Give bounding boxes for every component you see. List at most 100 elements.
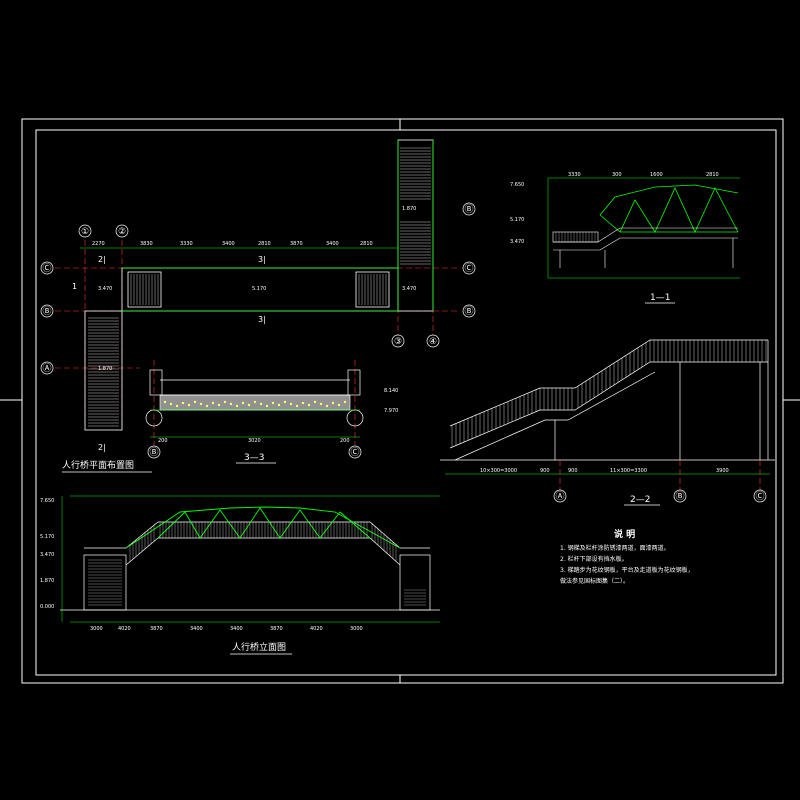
plan-axis-a: Ⓐ [42,363,51,374]
plan-axis-c-right: Ⓒ [464,263,473,274]
plan-dim-label: 2270 [92,241,105,247]
concrete-aggregate [181,401,185,405]
plan-cut-2-bottom: 2| [98,443,106,452]
sec3-title: 3—3 [244,453,264,463]
sec1-elev-1: 7.650 [510,182,524,188]
plan-title: 人行桥平面布置图 [62,459,134,471]
elevation-title: 人行桥立面图 [232,641,286,653]
sec2-axis-b: Ⓑ [675,491,684,502]
notes-block: 说 明 1. 钢梯及栏杆涂防锈漆两道，面漆两道。 2. 栏杆下部设有挡水板。 3… [560,528,694,585]
elev-level-3: 3.470 [40,552,54,558]
concrete-aggregate [235,404,239,408]
plan-dim-label: 2810 [360,241,373,247]
sec2-axis-c: Ⓒ [755,491,764,502]
concrete-aggregate [289,402,293,406]
plan-axis-3: ③ [394,337,402,347]
concrete-aggregate [229,402,233,406]
concrete-aggregate [295,404,299,408]
sec1-dim-4: 2810 [706,172,719,178]
note-1: 1. 钢梯及栏杆涂防锈漆两道，面漆两道。 [560,544,670,552]
elev-level-2: 5.170 [40,534,54,540]
concrete-aggregate [301,401,305,405]
sec2-dim-1: 10×300=3000 [480,468,517,474]
concrete-aggregate [307,403,311,407]
sec3-axis-b: Ⓑ [149,447,158,458]
concrete-aggregate [199,402,203,406]
section-2-2: Ⓐ Ⓑ Ⓒ 10×300=3000 900 900 11×300=3300 39… [440,339,775,506]
sec1-dim-1: 3330 [568,172,581,178]
concrete-aggregate [283,400,287,404]
plan-dim-label: 3830 [140,241,153,247]
plan-cut-1-left: 1 [72,282,77,291]
concrete-aggregate [319,402,323,406]
concrete-aggregate [259,402,263,406]
elev-level-4: 1.870 [40,578,54,584]
plan-elev-1: 3.470 [98,286,112,292]
concrete-aggregate [211,401,215,405]
elevation-dim-label: 3870 [150,626,163,632]
sheet-frame [0,118,800,684]
note-4: 做法参见国标图集（二）。 [560,577,629,585]
concrete-aggregate [193,400,197,404]
concrete-aggregate [253,400,257,404]
elevation-dim-label: 3400 [230,626,243,632]
sec3-elev-1: 8.140 [384,388,398,394]
plan-axis-c: Ⓒ [42,263,51,274]
concrete-aggregate [331,401,335,405]
sec2-dim-2: 900 [540,468,550,474]
sec3-dim-2: 3020 [248,438,261,444]
elevation-dim-label: 3000 [350,626,363,632]
plan-elev-3: 1.870 [98,366,112,372]
sec1-elev-2: 5.170 [510,217,524,223]
plan-cut-3-top: 3| [258,255,266,264]
plan-elev-2: 5.170 [252,286,266,292]
sec3-dim-1: 200 [158,438,168,444]
sec2-axis-a: Ⓐ [555,491,564,502]
concrete-aggregate [187,403,191,407]
plan-dim-label: 3870 [290,241,303,247]
plan-axis-b: Ⓑ [42,306,51,317]
sec2-title: 2—2 [630,495,650,505]
concrete-aggregate [343,400,347,404]
concrete-aggregate [325,404,329,408]
concrete-aggregate [277,403,281,407]
elev-level-5: 0.000 [40,604,54,610]
plan-cut-2-top: 2| [98,255,106,264]
concrete-aggregate [241,401,245,405]
plan-elev-4: 3.470 [402,286,416,292]
concrete-aggregate [247,403,251,407]
section-1-1: 7.650 5.170 3.470 3330 300 1600 2810 1—1 [510,172,740,304]
sec1-dim-2: 300 [612,172,622,178]
elevation-dim-label: 3870 [270,626,283,632]
note-2: 2. 栏杆下部设有挡水板。 [560,555,628,563]
elev-level-1: 7.650 [40,498,54,504]
concrete-aggregate [169,402,173,406]
sec2-dim-3: 900 [568,468,578,474]
plan-axis-2: ② [118,227,126,237]
plan-cut-3-bottom: 3| [258,315,266,324]
concrete-aggregate [313,400,317,404]
concrete-aggregate [223,400,227,404]
plan-axis-4: ④ [429,337,437,347]
sec2-dim-5: 3900 [716,468,729,474]
sec3-dim-3: 200 [340,438,350,444]
note-3: 3. 梯踏步为花纹钢板，平台及走道板为花纹钢板， [560,566,694,574]
plan-elev-5: 1.870 [402,206,416,212]
sec1-title: 1—1 [650,293,670,303]
concrete-aggregate [217,403,221,407]
plan-axis-1: ① [81,227,89,237]
elevation-dim-label: 3000 [90,626,103,632]
plan-dim-label: 3400 [326,241,339,247]
concrete-aggregate [175,404,179,408]
elevation-dim-label: 4020 [118,626,131,632]
concrete-aggregate [337,403,341,407]
section-3-3: Ⓑ Ⓒ 200 3020 200 8.140 7.970 3—3 [145,360,398,464]
concrete-aggregate [205,404,209,408]
sec1-elev-3: 3.470 [510,239,524,245]
elevation-dim-label: 3400 [190,626,203,632]
sec3-elev-2: 7.970 [384,408,398,414]
